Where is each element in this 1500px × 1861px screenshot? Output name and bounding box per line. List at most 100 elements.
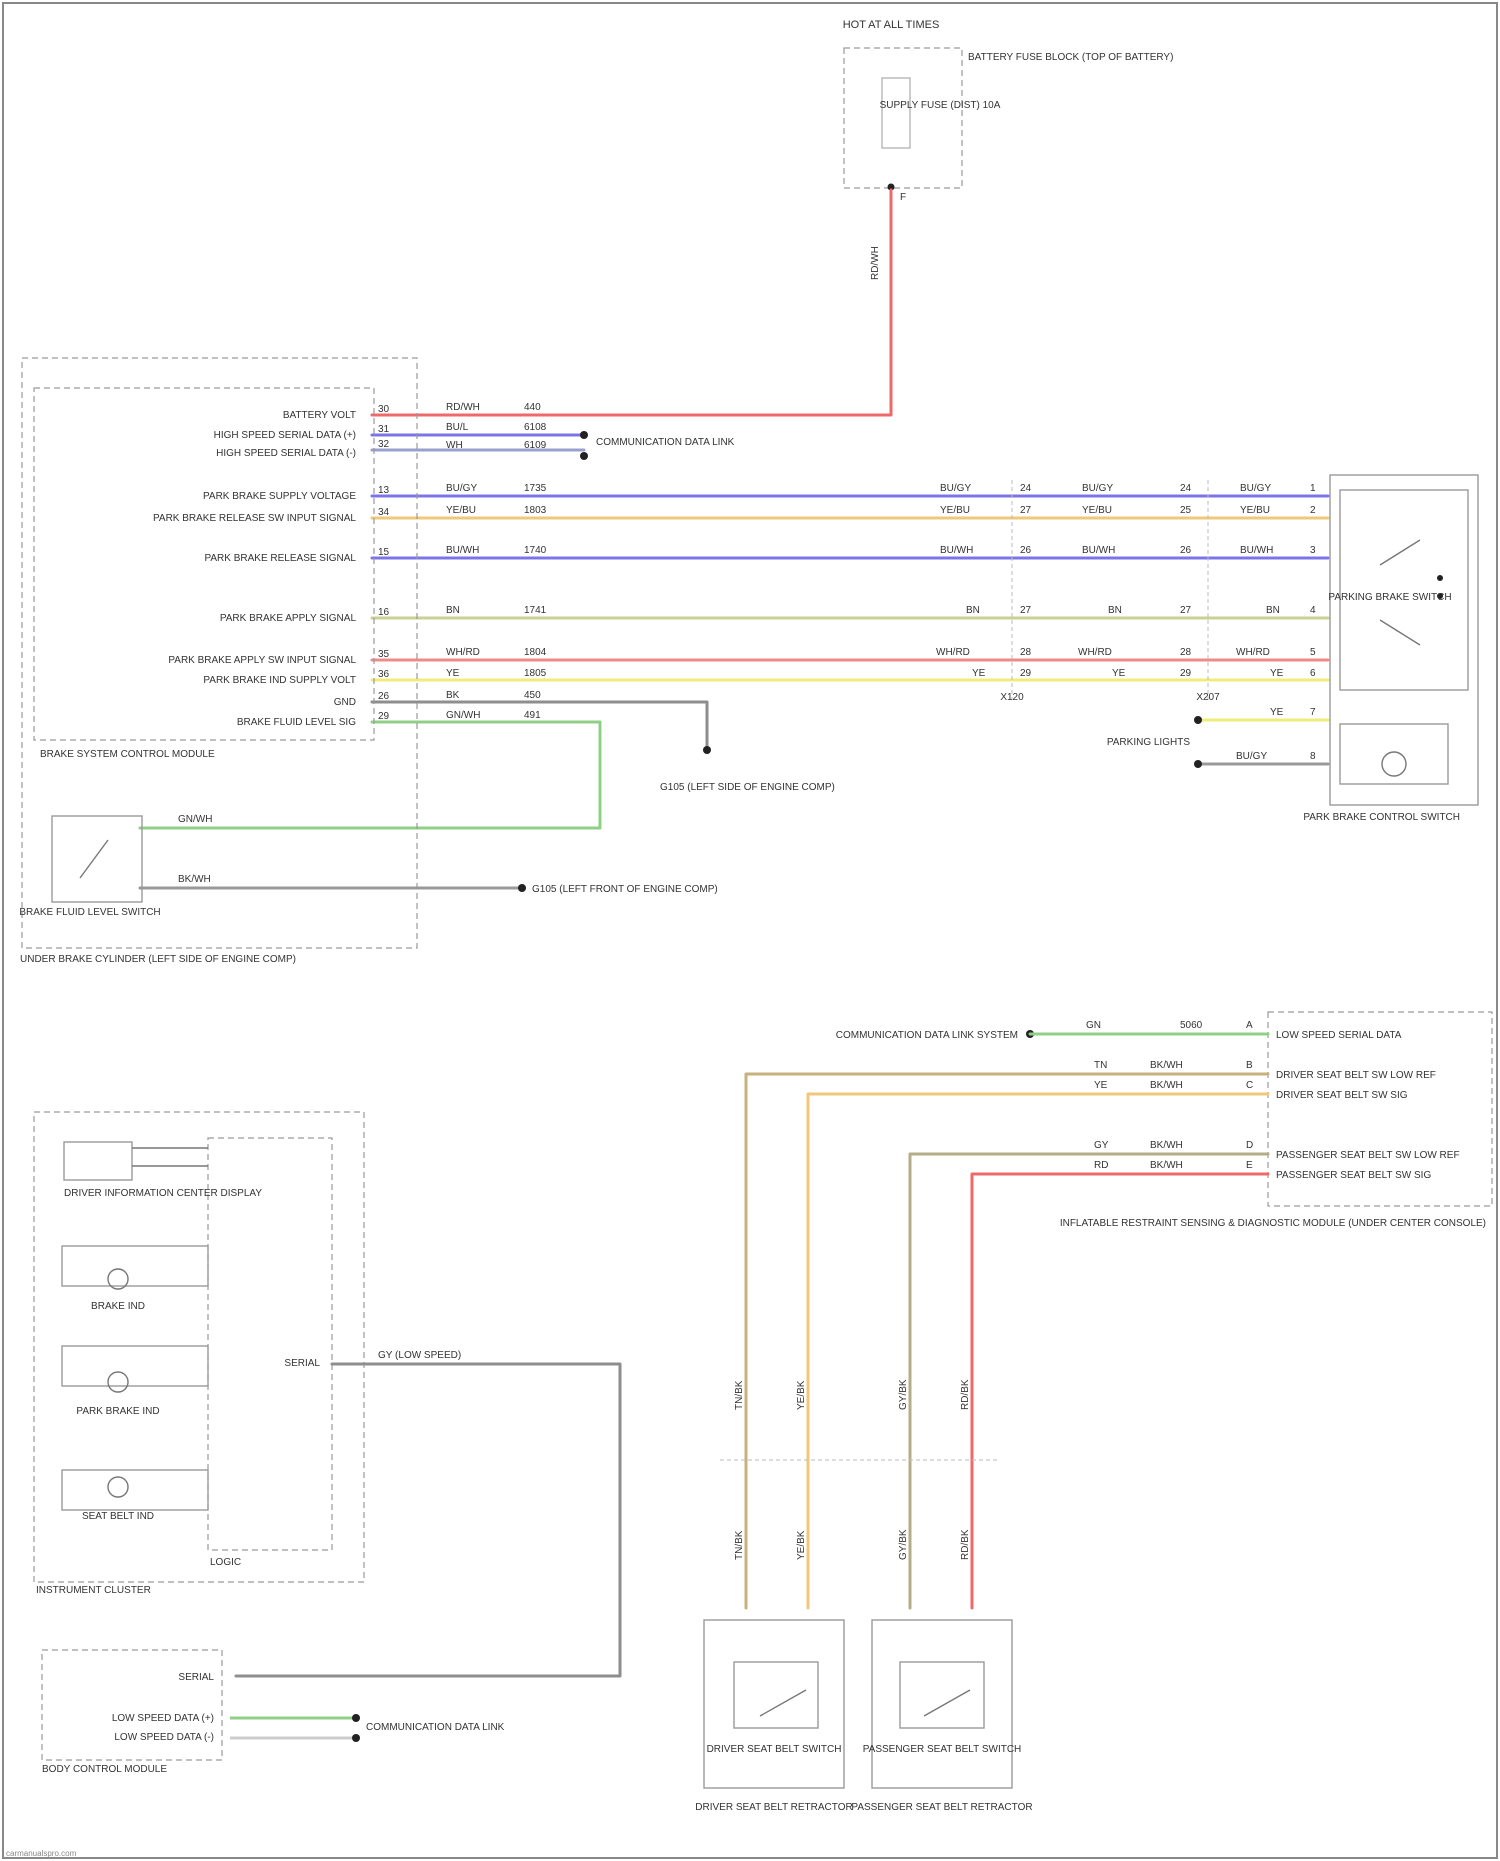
mid-wire-code: YE — [972, 668, 986, 679]
seat-belt-ind-box — [62, 1470, 208, 1510]
driver-switch-title: DRIVER SEAT BELT SWITCH — [707, 1744, 842, 1755]
data-link-terminal — [580, 431, 588, 439]
vertical-wire-code: YE/BK — [796, 1530, 807, 1560]
ebcm-pin: 16 — [378, 607, 390, 618]
lamp-pin: 8 — [1310, 751, 1316, 762]
mid-wire-code: BN — [1266, 605, 1280, 616]
sdm-wire-code: TN — [1094, 1060, 1107, 1071]
passenger-switch-title: PASSENGER SEAT BELT SWITCH — [863, 1744, 1022, 1755]
vertical-wire-code: RD/BK — [960, 1529, 971, 1560]
ebcm-circuit: 440 — [524, 402, 541, 413]
sdm-input-label: PASSENGER SEAT BELT SW SIG — [1276, 1170, 1431, 1181]
fluid-switch-wire-bottom: BK/WH — [178, 874, 211, 885]
data-link-terminal — [580, 452, 588, 460]
switch-pin: 2 — [1310, 505, 1316, 516]
ebcm-circuit: 1805 — [524, 668, 547, 679]
ebcm-wire-code: GN/WH — [446, 710, 480, 721]
mid-wire-code: YE — [1112, 668, 1126, 679]
ebcm-outer-label: UNDER BRAKE CYLINDER (LEFT SIDE OF ENGIN… — [20, 954, 296, 965]
ebcm-wire-code: BU/WH — [446, 545, 479, 556]
sdm-wire-code: YE — [1094, 1080, 1108, 1091]
ebcm-input-label: BATTERY VOLT — [283, 410, 356, 421]
fluid-switch-title: BRAKE FLUID LEVEL SWITCH — [19, 907, 160, 918]
cluster-item-label: DRIVER INFORMATION CENTER DISPLAY — [64, 1188, 262, 1199]
instrument-cluster: INSTRUMENT CLUSTER LOGIC DRIVER INFORMAT… — [34, 1112, 461, 1596]
ebcm-input-label: PARK BRAKE APPLY SIGNAL — [220, 613, 357, 624]
lamp-wire-code: YE — [1270, 707, 1284, 718]
driver-retractor-box — [704, 1620, 844, 1788]
ground-wire — [372, 702, 707, 748]
ebcm-pin: 13 — [378, 485, 390, 496]
vertical-wire-code: GY/BK — [898, 1529, 909, 1560]
sdm-circuit: BK/WH — [1150, 1160, 1183, 1171]
ebcm-pin: 31 — [378, 424, 390, 435]
sdm-input-label: DRIVER SEAT BELT SW LOW REF — [1276, 1070, 1436, 1081]
cluster-serial-label: SERIAL — [284, 1358, 320, 1369]
switch-pin: 1 — [1310, 483, 1316, 494]
ebcm-pin: 26 — [378, 691, 390, 702]
fuse-box-outline — [844, 48, 962, 188]
ebcm-circuit: 450 — [524, 690, 541, 701]
cluster-item-label: PARK BRAKE IND — [76, 1406, 159, 1417]
fluid-switch-wire-top: GN/WH — [178, 814, 212, 825]
lamp-terminal — [1194, 716, 1202, 724]
mid-pin: 29 — [1180, 668, 1192, 679]
sdm-pin: A — [1246, 1020, 1253, 1031]
switch-pin: 5 — [1310, 647, 1316, 658]
mid-pin: 27 — [1020, 605, 1032, 616]
fluid-switch-box — [52, 816, 142, 902]
park-brake-switch-label: PARKING BRAKE SWITCH — [1328, 592, 1451, 603]
sensing-diagnostic-module: INFLATABLE RESTRAINT SENSING & DIAGNOSTI… — [720, 1012, 1492, 1608]
bcm-data-terminal — [352, 1714, 360, 1722]
sdm-circuit: BK/WH — [1150, 1080, 1183, 1091]
driver-retractor-label: DRIVER SEAT BELT RETRACTOR — [695, 1802, 852, 1813]
ebcm-circuit: 1803 — [524, 505, 547, 516]
ebcm-input-label: HIGH SPEED SERIAL DATA (-) — [216, 448, 356, 459]
brake-fluid-level-switch: BRAKE FLUID LEVEL SWITCH GN/WH BK/WH G10… — [19, 814, 717, 918]
cluster-logic-outline — [208, 1138, 332, 1550]
passenger-signal-wire — [972, 1174, 1268, 1608]
bcm-data-terminal — [352, 1734, 360, 1742]
mid-wire-code: BU/WH — [1240, 545, 1273, 556]
low-speed-data-wire — [236, 1364, 620, 1676]
ebcm-outer-outline — [22, 358, 417, 948]
sdm-pin: D — [1246, 1140, 1253, 1151]
switch-blade-1 — [1380, 540, 1420, 565]
switch-pin: 3 — [1310, 545, 1316, 556]
ebcm-input-label: PARK BRAKE IND SUPPLY VOLT — [203, 675, 356, 686]
indicator-lamp-icon — [1382, 752, 1406, 776]
lamp-pin: 7 — [1310, 707, 1316, 718]
ebcm-wire-code: WH/RD — [446, 647, 480, 658]
ebcm-circuit: 1804 — [524, 647, 547, 658]
sdm-input-label: DRIVER SEAT BELT SW SIG — [1276, 1090, 1408, 1101]
ebcm-circuit: 6109 — [524, 440, 547, 451]
vertical-wire-code: YE/BK — [796, 1380, 807, 1410]
sdm-pin: B — [1246, 1060, 1253, 1071]
fuse-box-title: HOT AT ALL TIMES — [843, 19, 940, 31]
mid-pin: 27 — [1180, 605, 1192, 616]
driver-switch-blade — [760, 1690, 806, 1716]
connector-x120-label: X120 — [1000, 692, 1024, 703]
connector-x207-label: X207 — [1196, 692, 1220, 703]
fluid-ground-label: G105 (LEFT FRONT OF ENGINE COMP) — [532, 884, 718, 895]
passenger-switch-blade — [924, 1690, 970, 1716]
mid-pin: 24 — [1180, 483, 1192, 494]
ebcm-input-label: PARK BRAKE SUPPLY VOLTAGE — [203, 491, 356, 502]
battery-wire — [372, 190, 891, 415]
park-brake-ind-box — [62, 1346, 208, 1386]
mid-wire-code: YE/BU — [1240, 505, 1270, 516]
bcm-line: LOW SPEED DATA (-) — [114, 1732, 214, 1743]
ground-label: G105 (LEFT SIDE OF ENGINE COMP) — [660, 782, 835, 793]
ebcm-circuit: 491 — [524, 710, 541, 721]
mid-wire-code: BN — [966, 605, 980, 616]
sdm-input-label: PASSENGER SEAT BELT SW LOW REF — [1276, 1150, 1460, 1161]
sdm-pin: C — [1246, 1080, 1253, 1091]
mid-wire-code: BU/WH — [1082, 545, 1115, 556]
fuse-label: SUPPLY FUSE (DIST) 10A — [880, 100, 1001, 111]
sdm-title: INFLATABLE RESTRAINT SENSING & DIAGNOSTI… — [1060, 1218, 1486, 1229]
ebcm-wire-code: BN — [446, 605, 460, 616]
mid-wire-code: WH/RD — [936, 647, 970, 658]
data-link-label: COMMUNICATION DATA LINK — [596, 437, 735, 448]
fuse-pin: F — [900, 192, 906, 203]
